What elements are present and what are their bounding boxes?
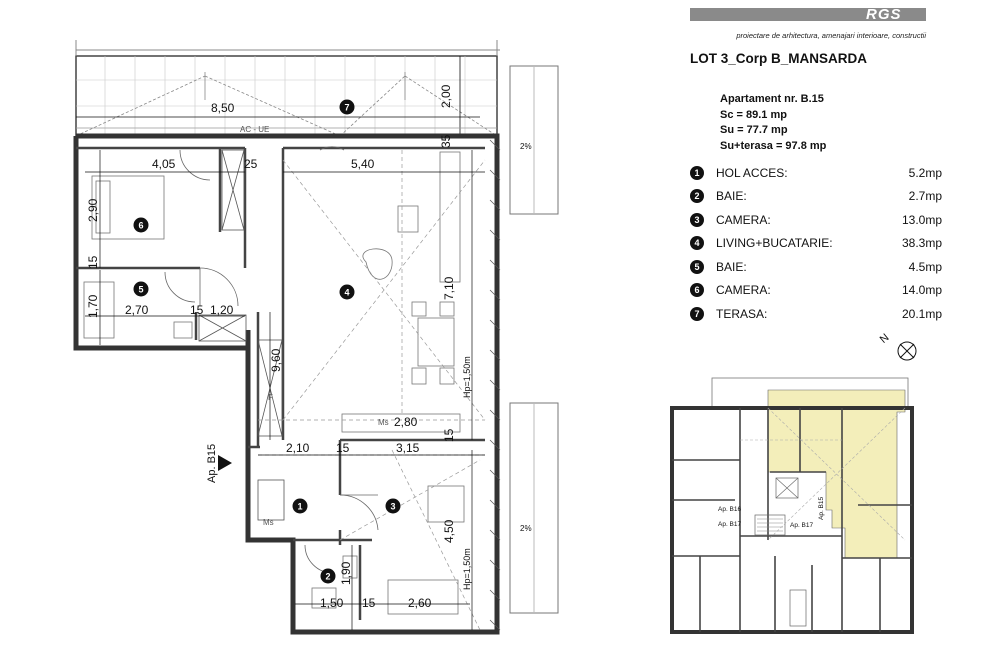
dim-room6-depth: 2,90 [86,198,100,222]
dim-bath-width: 2,70 [125,303,149,317]
legend-area: 13.0mp [901,212,942,227]
info-panel: RGS proiectare de arhitectura, amenajari… [680,0,1000,645]
dim-wall-15e: 15 [362,596,376,610]
legend-area: 5.2mp [908,165,942,180]
svg-text:5: 5 [138,285,143,295]
dim-room6-width: 4,05 [152,157,176,171]
slope-label-1: 2% [520,142,532,151]
legend-area: 20.1mp [901,306,942,321]
legend-item: 1 HOL ACCES: 5.2mp [690,161,942,185]
legend-number: 4 [690,236,704,251]
apartment-sc: Sc = 89.1 mp [720,108,787,121]
dim-room3-depth: 4,50 [442,519,456,543]
apartment-number: Apartament nr. B.15 [720,93,824,105]
furniture [83,151,465,615]
legend-name: LIVING+BUCATARIE: [716,236,833,251]
dim-hall-210: 2,10 [286,441,310,455]
ceiling-height-label-2: Hp=1,50m [462,548,472,590]
svg-text:7: 7 [344,103,349,113]
dim-corridor-960: 9,60 [269,348,283,372]
legend-item: 5 BAIE: 4.5mp [690,255,942,279]
dim-bath-depth: 1,70 [86,294,100,318]
legend-number: 3 [690,212,704,227]
dim-living-depth: 7,10 [442,276,456,300]
side-railing [509,65,559,614]
dim-bath2-width: 1,50 [320,596,344,610]
legend-number: 7 [690,306,704,321]
apartment-info: Apartament nr. B.15 Sc = 89.1 mp Su = 77… [720,92,826,154]
dim-terrace-width: 8,50 [211,101,235,115]
f-label: F [268,393,273,402]
legend-item: 3 CAMERA: 13.0mp [690,208,942,232]
svg-text:1: 1 [297,502,302,512]
dim-wall-15d: 15 [442,428,456,442]
brand-bar [690,8,926,21]
dim-wall-15c: 15 [336,441,350,455]
lot-title: LOT 3_Corp B_MANSARDA [690,51,868,66]
dim-room3-bottom: 2,60 [408,596,432,610]
svg-text:3: 3 [390,502,395,512]
legend-item: 6 CAMERA: 14.0mp [690,279,942,303]
legend-name: TERASA: [716,306,768,321]
brand-tagline: proiectare de arhitectura, amenajari int… [736,31,926,40]
ms-label-2: Ms [263,518,274,527]
entrance-label: Ap. B15 [206,444,218,483]
room-markers: 7 6 5 4 1 3 2 [133,99,401,584]
dimension-lines [85,150,485,630]
legend-item: 7 TERASA: 20.1mp [690,302,942,326]
legend-number: 1 [690,165,704,180]
terrace [75,40,500,137]
legend-name: CAMERA: [716,283,771,298]
key-plan: Ap. B16 Ap. B17 Ap. B15 Ap. B17 [670,377,914,634]
dim-bath2-depth: 1,90 [339,561,353,585]
dim-wall-15a: 15 [86,255,100,269]
legend-area: 14.0mp [901,283,942,298]
facade-hatch [489,139,501,631]
legend-area: 38.3mp [901,236,942,251]
legend-name: CAMERA: [716,212,771,227]
ms-label-1: Ms [378,418,389,427]
dim-terrace-depth: 2,00 [439,84,453,108]
ceiling-height-label-1: Hp=1,50m [462,356,472,398]
key-label-b17: Ap. B17 [718,521,742,528]
ac-label: AC - UE [240,125,269,134]
legend-area: 4.5mp [908,259,942,274]
dim-wall-25: 25 [244,157,258,171]
key-label-b17-b: Ap. B17 [790,522,814,529]
legend-name: HOL ACCES: [716,165,788,180]
doors [164,146,379,574]
legend-area: 2.7mp [908,189,942,204]
dim-wall-15b: 15 [190,303,204,317]
slope-label-2: 2% [520,524,532,533]
legend-number: 5 [690,259,704,274]
dim-living-width: 5,40 [351,157,375,171]
dim-wall-35: 35 [439,134,453,148]
svg-text:6: 6 [138,221,143,231]
dim-corridor-120: 1,20 [210,303,234,317]
legend-name: BAIE: [716,259,747,274]
dim-room3-width: 3,15 [396,441,420,455]
dim-kitchen-280: 2,80 [394,415,418,429]
brand-logo: RGS [866,6,902,23]
key-label-b16: Ap. B16 [718,506,742,513]
legend-item: 2 BAIE: 2.7mp [690,185,942,209]
svg-text:2: 2 [325,572,330,582]
apartment-su-terasa: Su+terasa = 97.8 mp [720,139,827,152]
svg-text:4: 4 [344,288,349,298]
apartment-su: Su = 77.7 mp [720,124,788,136]
legend-number: 2 [690,189,704,204]
key-label-b15: Ap. B15 [818,496,825,520]
exterior-walls [73,133,500,635]
entrance-arrow-icon [218,455,232,471]
legend-item: 4 LIVING+BUCATARIE: 38.3mp [690,232,942,256]
legend-number: 6 [690,283,704,298]
legend-name: BAIE: [716,189,747,204]
